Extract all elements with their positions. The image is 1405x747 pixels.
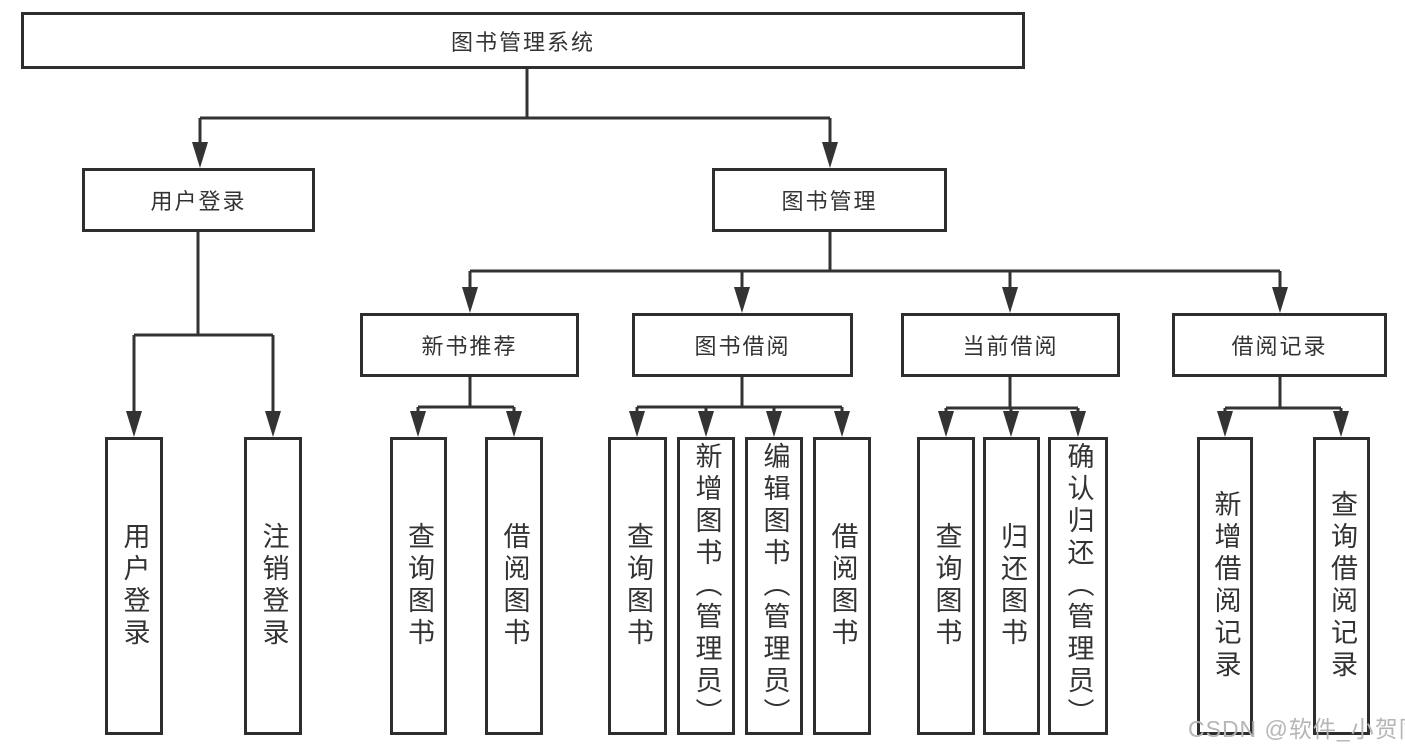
node-book-management: 图书管理	[712, 168, 947, 232]
leaf-add-book-admin: 新增图书（管理员）	[677, 437, 735, 735]
leaf-logout: 注销登录	[244, 437, 302, 735]
node-root: 图书管理系统	[21, 12, 1025, 69]
node-borrow-records: 借阅记录	[1172, 313, 1387, 377]
leaf-confirm-return-admin: 确认归还（管理员）	[1048, 437, 1108, 735]
leaf-add-borrow-record: 新增借阅记录	[1197, 437, 1253, 735]
leaf-user-login: 用户登录	[105, 437, 163, 735]
arrowheads	[126, 142, 1349, 437]
node-current-borrow: 当前借阅	[901, 313, 1120, 377]
leaf-query-books-current: 查询图书	[917, 437, 975, 735]
connector-strokes	[132, 69, 1343, 420]
leaf-query-borrow-record: 查询借阅记录	[1313, 437, 1370, 735]
leaf-borrow-books-recommend: 借阅图书	[485, 437, 543, 735]
leaf-return-book: 归还图书	[983, 437, 1040, 735]
node-new-book-recommend: 新书推荐	[360, 313, 579, 377]
leaf-query-books-recommend: 查询图书	[390, 437, 447, 735]
node-user-login: 用户登录	[82, 168, 315, 232]
csdn-watermark: CSDN @软件_小贺同学	[1188, 716, 1405, 742]
leaf-edit-book-admin: 编辑图书（管理员）	[745, 437, 803, 735]
leaf-borrow-books: 借阅图书	[813, 437, 871, 735]
node-book-borrow: 图书借阅	[632, 313, 853, 377]
leaf-query-books-borrow: 查询图书	[608, 437, 667, 735]
